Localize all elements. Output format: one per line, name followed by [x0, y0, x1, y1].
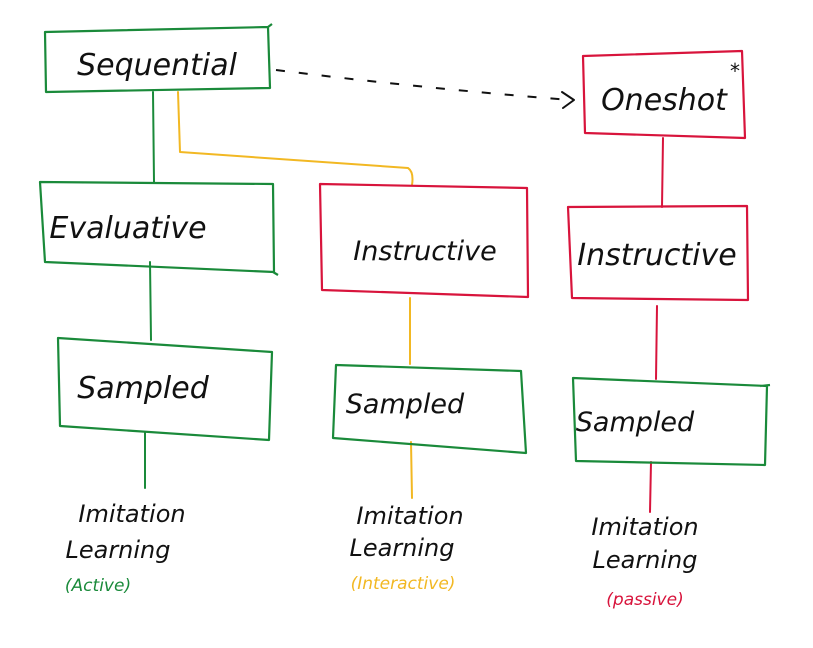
leaf-mid-tag: (Interactive)	[351, 574, 456, 594]
node-boxes	[38, 23, 771, 467]
edge-evaluative-sampled-left	[149, 261, 152, 341]
label-oneshot: Oneshot	[601, 83, 728, 118]
edge-sequential-evaluative	[152, 91, 155, 183]
leaf-left-line1: Imitation	[78, 500, 185, 528]
box-sequential	[43, 23, 273, 94]
edge-oneshot-instructive-right	[661, 137, 664, 208]
leaf-right-tag: (passive)	[606, 590, 683, 610]
leaf-left-tag: (Active)	[65, 576, 131, 596]
leaf-left-line2: Learning	[65, 536, 170, 564]
leaf-left: Imitation Learning (Active)	[65, 500, 186, 596]
label-sampled-right: Sampled	[576, 407, 695, 438]
edge-sampled-mid-leaf	[410, 441, 413, 499]
box-instructive-right	[566, 204, 750, 302]
box-evaluative	[38, 180, 279, 276]
leaf-right: Imitation Learning (passive)	[591, 513, 698, 610]
label-instructive-right: Instructive	[577, 238, 736, 273]
leaf-right-line1: Imitation	[591, 513, 698, 541]
leaf-mid-line2: Learning	[349, 534, 454, 562]
edge-instructive-right-sampled-right	[655, 305, 658, 380]
leaf-mid-line1: Imitation	[356, 502, 463, 530]
edge-sampled-right-leaf	[649, 461, 652, 513]
label-instructive-mid: Instructive	[353, 236, 496, 267]
edge-sequential-oneshot-dashed	[275, 69, 571, 101]
asterisk-icon: *	[730, 59, 740, 83]
node-labels: Sequential Oneshot * Evaluative Instruct…	[49, 48, 740, 438]
label-sampled-mid: Sampled	[346, 389, 465, 420]
box-oneshot	[581, 49, 747, 140]
connectors	[144, 69, 664, 513]
box-sampled-left	[56, 336, 274, 442]
leaf-right-line2: Learning	[592, 546, 697, 574]
edge-sequential-instructive-mid	[177, 91, 414, 186]
leaf-mid: Imitation Learning (Interactive)	[349, 502, 463, 594]
box-sampled-right	[571, 376, 771, 467]
label-sampled-left: Sampled	[77, 371, 209, 406]
box-instructive-mid	[318, 182, 530, 299]
box-sampled-mid	[331, 363, 528, 455]
arrowhead-oneshot	[561, 91, 575, 109]
label-evaluative: Evaluative	[49, 211, 206, 246]
label-sequential: Sequential	[77, 48, 238, 83]
